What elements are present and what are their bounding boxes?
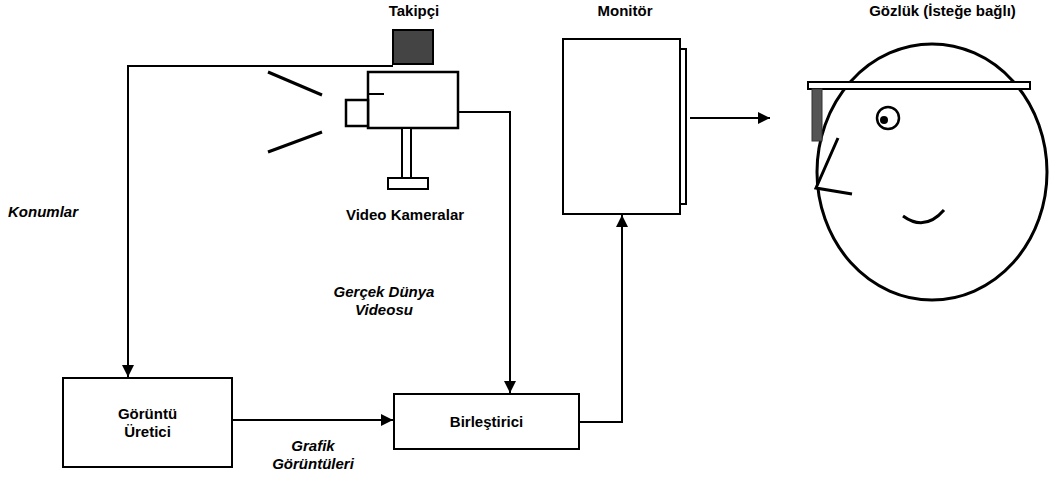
heading-label: Gözlük (İsteğe bağlı) [770,2,1055,20]
viewer-face: Gözlük (İsteğe bağlı) [770,0,1055,305]
arrow-connector [580,215,622,422]
view-line [268,72,322,95]
camera-node: TakipçiVideo Kameralar [335,0,475,226]
camera-detail [368,93,384,95]
edge-label: Gerçek Dünya Videosu [318,283,450,319]
heading-label: Takipçi [335,2,475,20]
caption-label: Video Kameralar [335,206,475,224]
monitor-node: Monitör [555,0,690,215]
process-box: Birleştirici [393,393,580,450]
arrow-connector [233,419,393,421]
wire-stub [335,65,393,67]
edge-label: Konumlar [8,203,98,221]
camera-base [388,178,428,189]
tracker-symbol [393,30,433,64]
edge-label: Grafik Görüntüleri [258,437,368,473]
arrow-connector [128,66,335,377]
process-box: Görüntü Üretici [62,377,233,468]
camera-lens [346,100,368,126]
box-label: Görüntü Üretici [106,405,190,441]
arrow-connector [690,117,770,119]
face-illustration [770,0,1055,305]
monitor-screen [562,38,681,215]
heading-label: Monitör [555,2,690,20]
camera-body [368,72,458,128]
box-label: Birleştirici [450,413,523,431]
camera-stand [402,128,411,178]
wire-stub [458,111,475,113]
view-line [268,132,322,152]
arrow-connector [475,112,510,393]
